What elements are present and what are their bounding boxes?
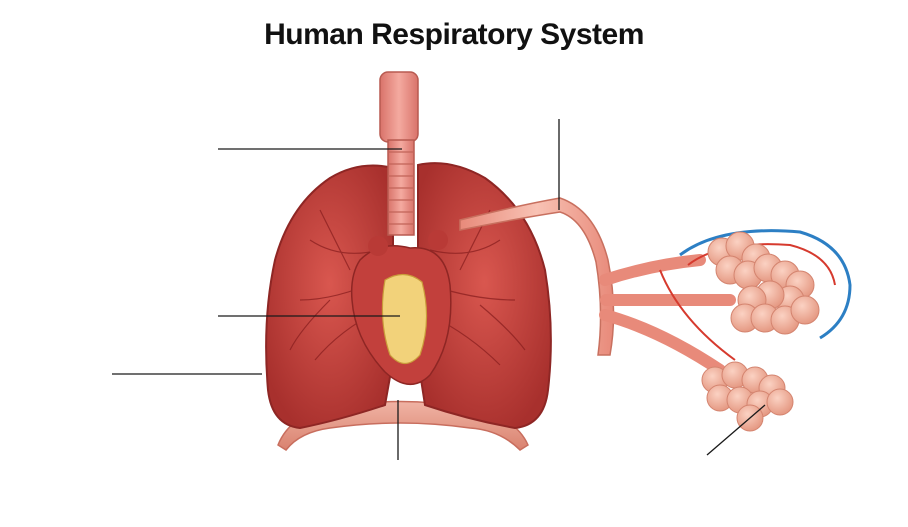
bronchiole (459, 197, 615, 356)
page-title: Human Respiratory System (264, 18, 644, 51)
alveoli (701, 231, 820, 432)
heart (350, 230, 452, 385)
leader-line-alveoli (706, 404, 766, 456)
leader-lines (112, 119, 766, 460)
bronchiole-branches (599, 254, 736, 376)
trachea (379, 71, 419, 236)
lung-right (417, 162, 552, 430)
